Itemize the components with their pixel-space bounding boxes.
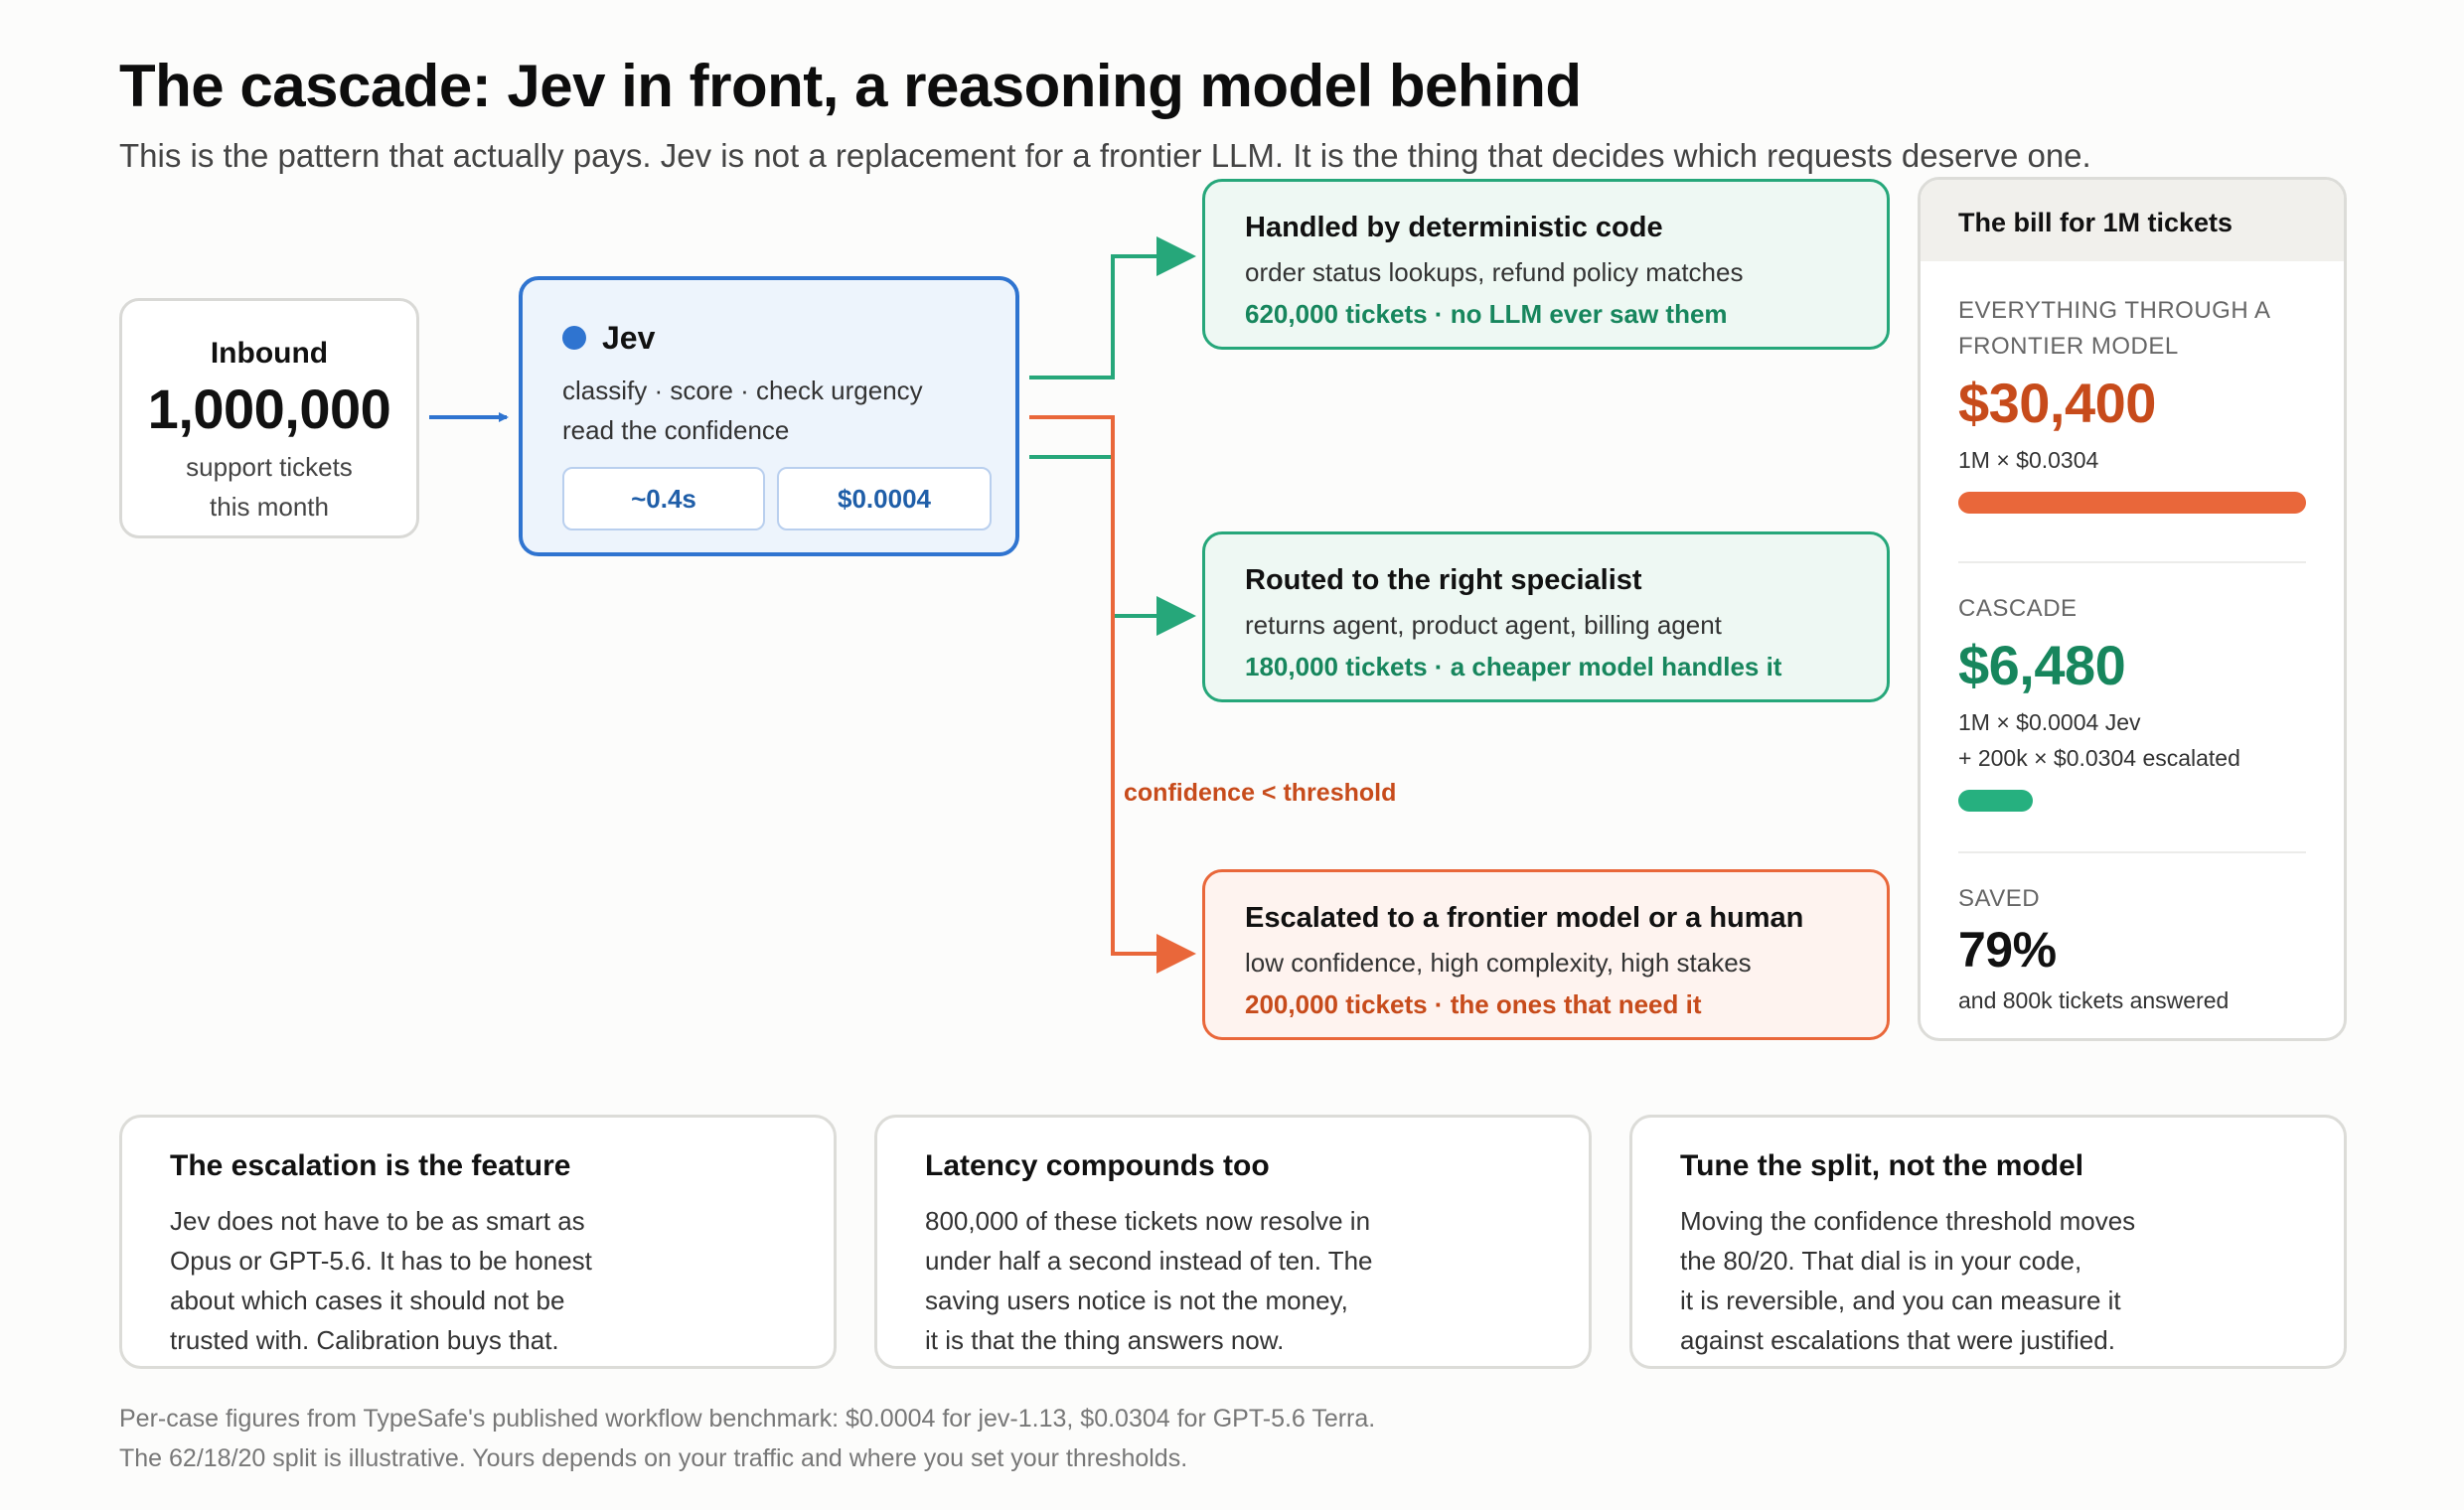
bill-header: The bill for 1M tickets bbox=[1921, 180, 2344, 261]
cascade-caption: CASCADE bbox=[1958, 595, 2078, 622]
jev-name: Jev bbox=[602, 320, 656, 356]
card-body: Jev does not have to be as smart as Opus… bbox=[170, 1201, 766, 1360]
route-desc: low confidence, high complexity, high st… bbox=[1245, 948, 1752, 978]
bill-divider bbox=[1958, 851, 2306, 853]
route-title: Routed to the right specialist bbox=[1245, 564, 1642, 596]
saved-amount: 79% bbox=[1958, 922, 2057, 978]
threshold-label: confidence < threshold bbox=[1124, 779, 1397, 807]
jev-latency-pill: ~0.4s bbox=[562, 467, 765, 530]
page-subtitle: This is the pattern that actually pays. … bbox=[119, 137, 2091, 174]
card-line: under half a second instead of ten. The bbox=[925, 1246, 1373, 1276]
route-specialist: Routed to the right specialist returns a… bbox=[1202, 531, 1890, 702]
route-stat: 180,000 tickets · a cheaper model handle… bbox=[1245, 652, 1782, 681]
card-line: it is that the thing answers now. bbox=[925, 1325, 1285, 1355]
route-title: Handled by deterministic code bbox=[1245, 212, 1663, 243]
inbound-box: Inbound 1,000,000 support tickets this m… bbox=[119, 298, 419, 538]
route-deterministic: Handled by deterministic code order stat… bbox=[1202, 179, 1890, 350]
arrow-to-specialist bbox=[1029, 455, 1196, 636]
arrow-to-deterministic bbox=[1029, 236, 1196, 379]
frontier-cost-bar bbox=[1958, 492, 2306, 514]
card-escalation-feature: The escalation is the feature Jev does n… bbox=[119, 1115, 837, 1369]
card-title: Tune the split, not the model bbox=[1680, 1149, 2084, 1182]
cascade-cost-bar bbox=[1958, 790, 2033, 812]
cascade-amount: $6,480 bbox=[1958, 634, 2126, 696]
footnote-line2: The 62/18/20 split is illustrative. Your… bbox=[119, 1444, 1188, 1472]
card-line: Opus or GPT-5.6. It has to be honest bbox=[170, 1246, 592, 1276]
card-line: trusted with. Calibration buys that. bbox=[170, 1325, 559, 1355]
card-line: the 80/20. That dial is in your code, bbox=[1680, 1246, 2082, 1276]
card-line: it is reversible, and you can measure it bbox=[1680, 1285, 2121, 1315]
jev-box: Jev classify · score · check urgency rea… bbox=[519, 276, 1019, 556]
route-escalation: Escalated to a frontier model or a human… bbox=[1202, 869, 1890, 1040]
saved-note: and 800k tickets answered bbox=[1958, 987, 2230, 1013]
frontier-caption-1: EVERYTHING THROUGH A bbox=[1958, 297, 2271, 324]
bill-header-text: The bill for 1M tickets bbox=[1958, 208, 2233, 237]
jev-cost-pill: $0.0004 bbox=[777, 467, 992, 530]
card-body: Moving the confidence threshold moves th… bbox=[1680, 1201, 2276, 1360]
card-line: against escalations that were justified. bbox=[1680, 1325, 2115, 1355]
card-line: Moving the confidence threshold moves bbox=[1680, 1206, 2136, 1236]
page-title: The cascade: Jev in front, a reasoning m… bbox=[119, 53, 1582, 119]
card-title: The escalation is the feature bbox=[170, 1149, 571, 1182]
route-stat: 200,000 tickets · the ones that need it bbox=[1245, 989, 1702, 1019]
bill-divider bbox=[1958, 561, 2306, 563]
arrow-to-escalation bbox=[1029, 415, 1196, 974]
card-line: 800,000 of these tickets now resolve in bbox=[925, 1206, 1371, 1236]
jev-dot-icon bbox=[562, 326, 586, 350]
footnote-line1: Per-case figures from TypeSafe's publish… bbox=[119, 1405, 1376, 1433]
cascade-formula-2: + 200k × $0.0304 escalated bbox=[1958, 745, 2240, 771]
frontier-amount: $30,400 bbox=[1958, 372, 2156, 434]
card-line: saving users notice is not the money, bbox=[925, 1285, 1348, 1315]
frontier-formula: 1M × $0.0304 bbox=[1958, 447, 2099, 473]
saved-caption: SAVED bbox=[1958, 885, 2041, 912]
cascade-formula-1: 1M × $0.0004 Jev bbox=[1958, 709, 2141, 735]
inbound-line1: support tickets bbox=[186, 452, 353, 482]
route-desc: order status lookups, refund policy matc… bbox=[1245, 257, 1744, 287]
card-title: Latency compounds too bbox=[925, 1149, 1270, 1182]
route-title: Escalated to a frontier model or a human bbox=[1245, 902, 1804, 934]
frontier-caption-2: FRONTIER MODEL bbox=[1958, 333, 2179, 360]
jev-line2: read the confidence bbox=[562, 415, 790, 445]
inbound-line2: this month bbox=[210, 492, 329, 522]
card-tune-split: Tune the split, not the model Moving the… bbox=[1629, 1115, 2347, 1369]
card-line: Jev does not have to be as smart as bbox=[170, 1206, 585, 1236]
route-desc: returns agent, product agent, billing ag… bbox=[1245, 610, 1722, 640]
bill-panel: The bill for 1M tickets EVERYTHING THROU… bbox=[1918, 177, 2347, 1041]
card-latency: Latency compounds too 800,000 of these t… bbox=[874, 1115, 1592, 1369]
card-body: 800,000 of these tickets now resolve in … bbox=[925, 1201, 1521, 1360]
inbound-label: Inbound bbox=[210, 337, 329, 370]
inbound-count: 1,000,000 bbox=[147, 378, 391, 440]
route-stat: 620,000 tickets · no LLM ever saw them bbox=[1245, 299, 1728, 329]
jev-line1: classify · score · check urgency bbox=[562, 376, 923, 405]
card-line: about which cases it should not be bbox=[170, 1285, 565, 1315]
